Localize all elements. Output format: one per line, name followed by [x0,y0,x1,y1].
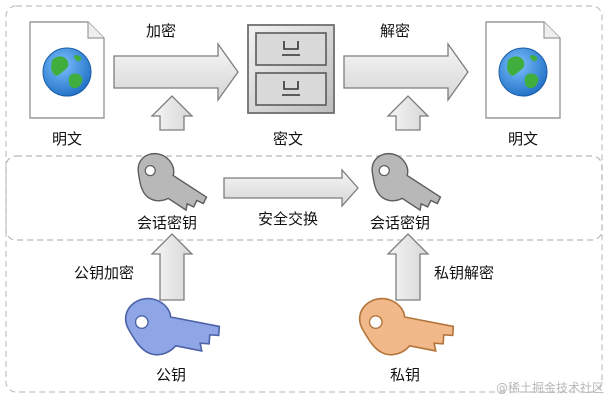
ciphertext-label: 密文 [273,130,304,148]
session-key-left-label: 会话密钥 [137,214,198,232]
session-key-left-icon [135,146,209,217]
decrypt-label: 解密 [380,22,411,40]
session-key-to-decrypt-arrow [386,95,430,131]
encrypt-label: 加密 [146,22,177,40]
plaintext-document-right-icon [485,21,561,119]
watermark-text: @稀土掘金技术社区 [495,381,604,395]
session-key-dashed-band [5,155,603,241]
private-key-label: 私钥 [390,366,421,384]
plaintext-document-left-icon [29,21,105,119]
file-cabinet-icon [247,24,335,114]
session-key-to-encrypt-arrow [150,95,194,131]
public-key-encrypt-arrow [150,233,194,301]
private-key-icon [351,271,461,379]
public-key-label: 公钥 [156,366,187,384]
public-key-icon [117,271,227,379]
session-key-right-label: 会话密钥 [370,214,431,232]
public-key-encrypt-label: 公钥加密 [74,264,135,282]
plaintext-left-label: 明文 [52,130,83,148]
plaintext-right-label: 明文 [508,130,539,148]
session-key-right-icon [369,146,443,217]
private-key-decrypt-arrow [386,233,430,301]
encrypt-arrow [113,41,239,103]
private-key-decrypt-label: 私钥解密 [434,264,495,282]
secure-exchange-arrow [223,168,359,208]
secure-exchange-label: 安全交换 [258,210,319,228]
decrypt-arrow [343,41,469,103]
